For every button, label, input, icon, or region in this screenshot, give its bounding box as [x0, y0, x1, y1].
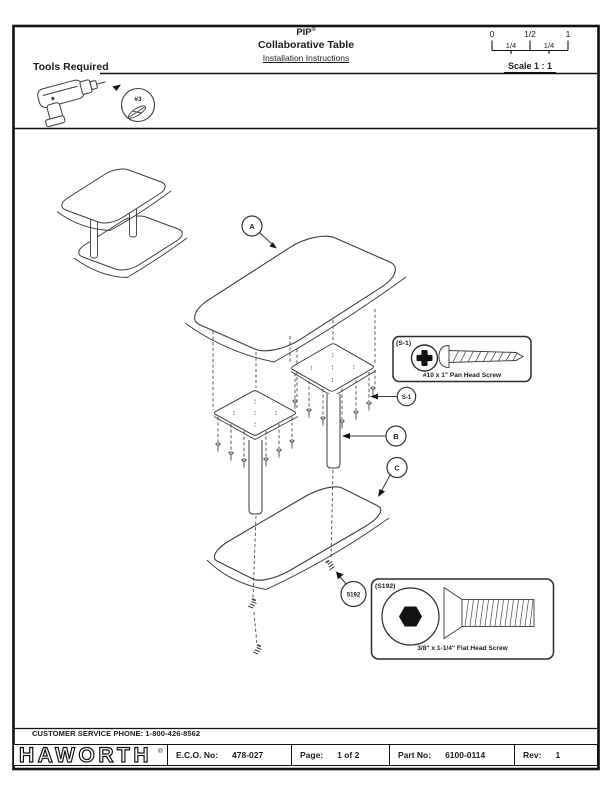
ruler-label-0: 0 — [489, 29, 495, 39]
column-right — [326, 394, 341, 469]
drill-icon — [37, 79, 106, 128]
page-cell: Page: 1 of 2 — [292, 745, 390, 765]
bit-size-label: #3 — [134, 96, 142, 103]
drill-bit-circle: #3 — [120, 87, 156, 123]
document-type: Installation Instructions — [262, 52, 350, 63]
drill-bit-arrow — [112, 84, 121, 91]
scale-ruler — [491, 40, 569, 54]
haworth-logo: HAWORTH ® — [18, 745, 163, 766]
tools-required-label: Tools Required — [33, 61, 109, 73]
svg-text:B: B — [393, 432, 399, 441]
alignment-dashes-upper — [212, 309, 376, 458]
column-left — [248, 440, 263, 515]
svg-text:5192: 5192 — [347, 593, 361, 599]
exploded-view: A S-1 B C — [182, 215, 417, 657]
flat-head-screw-glyph — [250, 642, 265, 657]
assembled-table-thumbnail — [55, 166, 189, 278]
flat-head-screw-glyph — [245, 596, 260, 611]
parts-box-s1: (S-1) #10 x 1" Pan Head Screw — [392, 335, 532, 383]
eco-no-cell: E.C.O. No: 478-027 — [168, 745, 292, 765]
page-label: Page: — [300, 750, 324, 760]
brand-logo-cell: HAWORTH ® — [14, 745, 168, 766]
footer-bar: HAWORTH ® E.C.O. No: 478-027 Page: 1 of … — [13, 744, 598, 766]
svg-text:S-1: S-1 — [402, 395, 412, 401]
mounting-plate-left — [213, 390, 298, 440]
alignment-dashes-lower — [252, 469, 334, 646]
rev-value: 1 — [555, 750, 561, 760]
svg-text:A: A — [249, 222, 255, 231]
rev-label: Rev: — [523, 750, 542, 760]
product-line: Collaborative Table — [257, 39, 355, 52]
tabletop-a — [182, 230, 408, 362]
ruler-label-quarter-right: 1/4 — [543, 41, 555, 50]
flat-head-screw-drawing — [443, 586, 535, 640]
scale-label: Scale 1 : 1 — [482, 56, 578, 74]
phillips-icon — [410, 344, 439, 372]
brand-name: HAWORTH — [19, 745, 152, 766]
callout-c: C — [378, 456, 408, 497]
pan-head-screw-drawing — [438, 345, 524, 368]
flat-head-screw-glyph — [324, 559, 336, 571]
s1-tag: (S-1) — [396, 340, 411, 347]
brand-registered-mark: ® — [158, 747, 163, 755]
s192-description: 3/8" x 1-1/4" Flat Head Screw — [417, 645, 508, 652]
s1-description: #10 x 1" Pan Head Screw — [423, 372, 502, 379]
callout-s1: S-1 — [370, 386, 417, 407]
s192-tag: (S192) — [375, 583, 395, 590]
product-name: PIP® — [296, 27, 316, 39]
page-border — [12, 24, 600, 771]
page-value: 1 of 2 — [337, 750, 360, 760]
hex-socket-icon — [381, 587, 440, 646]
header-title-block: PIP® Collaborative Table Installation In… — [0, 27, 612, 64]
ruler-label-quarter-left: 1/4 — [505, 41, 517, 50]
callout-s192: 5192 — [336, 571, 367, 608]
parts-box-s192: (S192) 3/8" x 1-1/4" Flat Head Scre — [370, 578, 555, 660]
customer-service-phone: CUSTOMER SERVICE PHONE: 1-800-426-8562 — [32, 729, 201, 738]
ruler-label-half: 1/2 — [524, 29, 536, 39]
part-no-label: Part No: — [398, 750, 432, 760]
eco-no-label: E.C.O. No: — [176, 750, 219, 760]
svg-text:C: C — [394, 464, 400, 473]
eco-no-value: 478-027 — [232, 750, 264, 760]
callout-b: B — [342, 425, 407, 447]
ruler-label-1: 1 — [565, 29, 571, 39]
mounting-plate-right — [290, 343, 376, 397]
part-no-cell: Part No: 6100-0114 — [390, 745, 515, 765]
base-top-c — [205, 482, 390, 590]
callout-a: A — [241, 215, 277, 249]
registered-mark: ® — [311, 27, 316, 33]
part-no-value: 6100-0114 — [445, 750, 486, 760]
rev-cell: Rev: 1 — [515, 745, 597, 765]
